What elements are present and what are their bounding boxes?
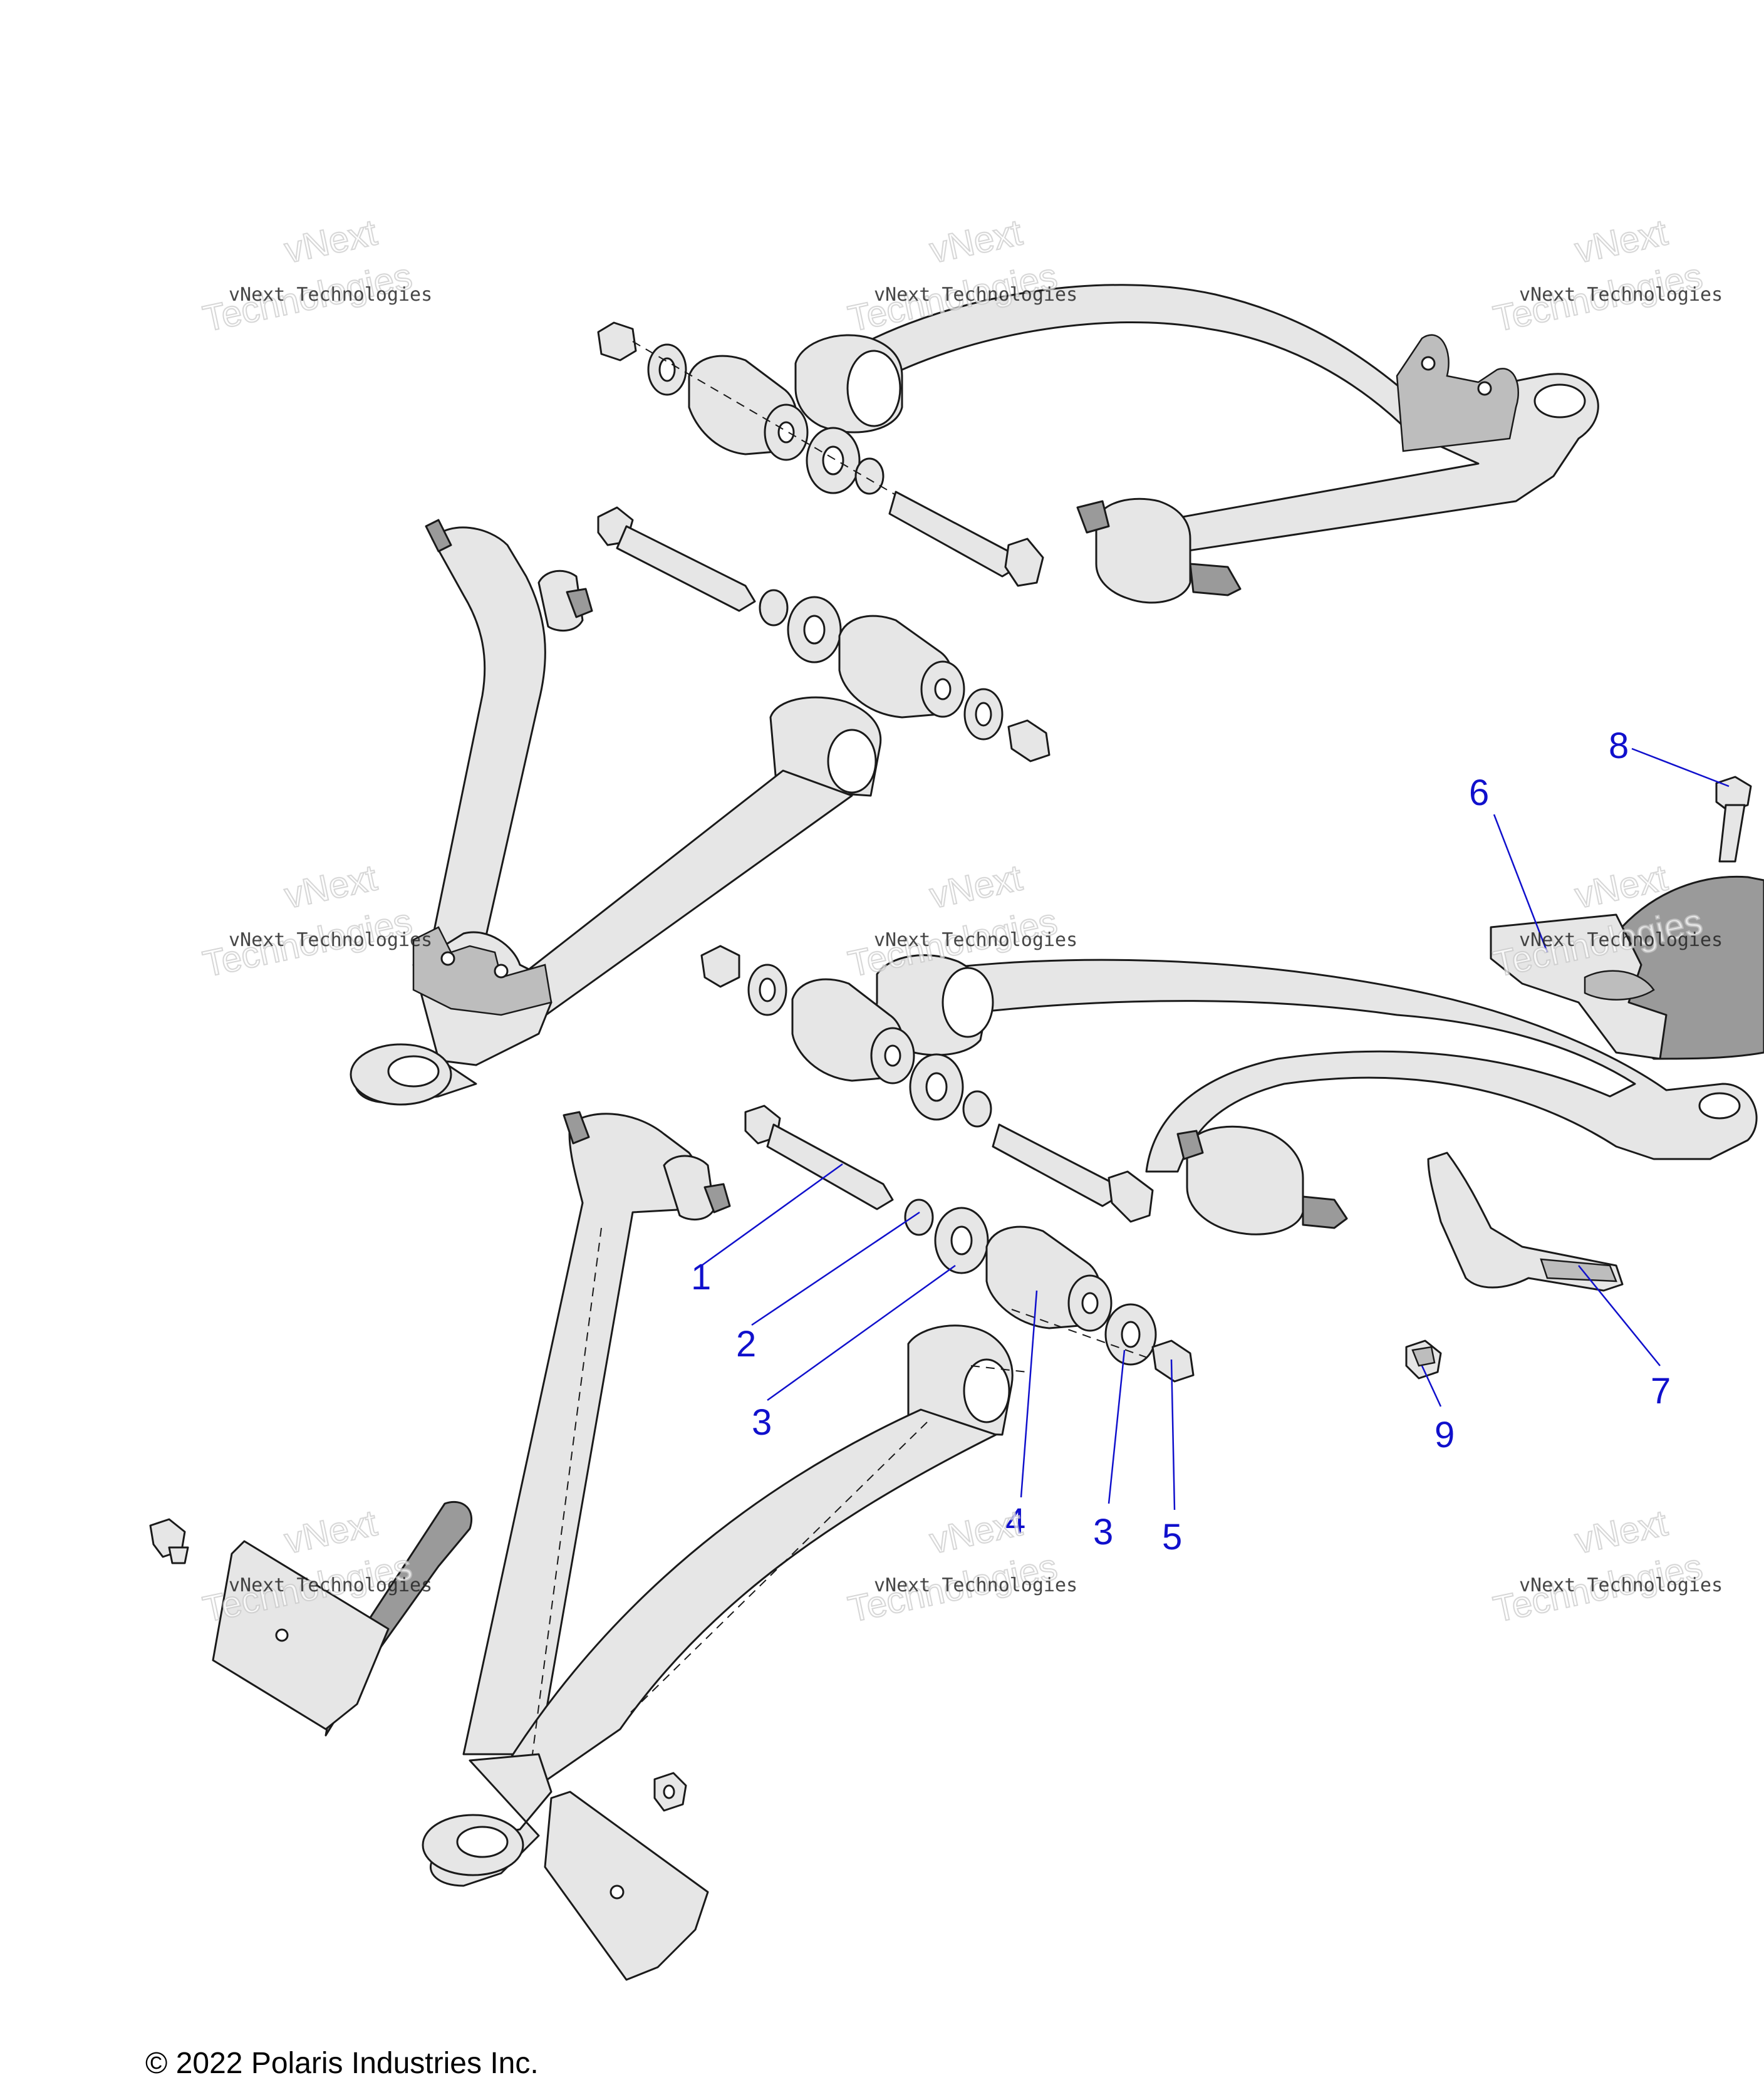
lower-left-hardware [744, 1105, 1195, 1383]
leader-7 [1578, 1265, 1661, 1366]
watermark-9: vNext Technologies vNext Technologies [1490, 1502, 1723, 1631]
bolt-shank [766, 1123, 894, 1210]
watermark-3: vNext Technologies vNext Technologies [1490, 211, 1723, 340]
svg-text:vNext: vNext [281, 857, 381, 916]
callout-8: 8 [1609, 725, 1629, 766]
watermark-8: vNext Technologies vNext Technologies [844, 1502, 1078, 1631]
svg-text:vNext Technologies: vNext Technologies [1519, 1574, 1723, 1596]
svg-text:vNext: vNext [926, 212, 1026, 271]
lower-right-a-arm [875, 954, 1758, 1235]
heat-shield-bracket [1427, 1152, 1624, 1292]
watermark-4: vNext Technologies vNext Technologies [199, 856, 433, 985]
svg-text:vNext Technologies: vNext Technologies [874, 284, 1077, 306]
watermark-1: vNext Technologies vNext Technologies [199, 211, 433, 340]
svg-text:vNext: vNext [926, 857, 1026, 916]
svg-text:vNext Technologies: vNext Technologies [874, 929, 1077, 951]
leader-6 [1493, 814, 1549, 953]
callout-4: 4 [1005, 1501, 1025, 1542]
guard-plate-assembly [1490, 875, 1764, 1060]
svg-text:vNext: vNext [1572, 1502, 1671, 1561]
leader-1 [701, 1163, 843, 1267]
svg-text:vNext: vNext [926, 1502, 1026, 1561]
leader-8 [1631, 747, 1730, 788]
upper-right-a-arm [794, 284, 1599, 604]
upper-right-hardware [597, 321, 1044, 587]
svg-text:vNext: vNext [281, 212, 381, 271]
callout-9: 9 [1435, 1415, 1455, 1455]
callout-3-right: 3 [1093, 1512, 1113, 1552]
leader-5 [1170, 1359, 1176, 1510]
leader-2 [751, 1211, 920, 1326]
callout-1: 1 [691, 1257, 711, 1297]
callout-6: 6 [1469, 772, 1489, 813]
copyright-notice: © 2022 Polaris Industries Inc. [145, 2047, 539, 2080]
lower-right-hardware-top [700, 945, 1154, 1223]
small-washer-part [904, 1198, 934, 1236]
callout-2: 2 [736, 1324, 756, 1365]
svg-text:vNext Technologies: vNext Technologies [229, 929, 432, 951]
svg-text:vNext Technologies: vNext Technologies [1519, 284, 1723, 306]
bottom-skid-plate [544, 1772, 709, 1981]
callout-leaders [701, 747, 1730, 1510]
left-skid-plate [149, 1500, 473, 1737]
lower-left-a-arm [422, 1111, 1028, 1887]
flange-nut-part [1151, 1339, 1195, 1383]
clip-nut-part [1405, 1339, 1442, 1380]
leader-9 [1421, 1365, 1442, 1407]
svg-text:vNext: vNext [281, 1502, 381, 1561]
svg-text:vNext Technologies: vNext Technologies [229, 1574, 432, 1596]
upper-left-a-arm [350, 519, 882, 1106]
upper-left-hardware [597, 506, 1051, 762]
shield-bolt-part [1715, 776, 1752, 863]
callout-3-left: 3 [752, 1402, 772, 1443]
callout-labels: 1 2 3 4 3 5 6 7 8 9 [691, 725, 1671, 1557]
svg-text:vNext Technologies: vNext Technologies [1519, 929, 1723, 951]
leader-3a [767, 1264, 956, 1401]
svg-text:vNext Technologies: vNext Technologies [229, 284, 432, 306]
leader-3b [1108, 1349, 1126, 1504]
svg-text:vNext: vNext [1572, 212, 1671, 271]
callout-7: 7 [1651, 1371, 1671, 1412]
leader-4 [1020, 1290, 1038, 1498]
svg-text:vNext Technologies: vNext Technologies [874, 1574, 1077, 1596]
callout-5: 5 [1162, 1517, 1182, 1557]
